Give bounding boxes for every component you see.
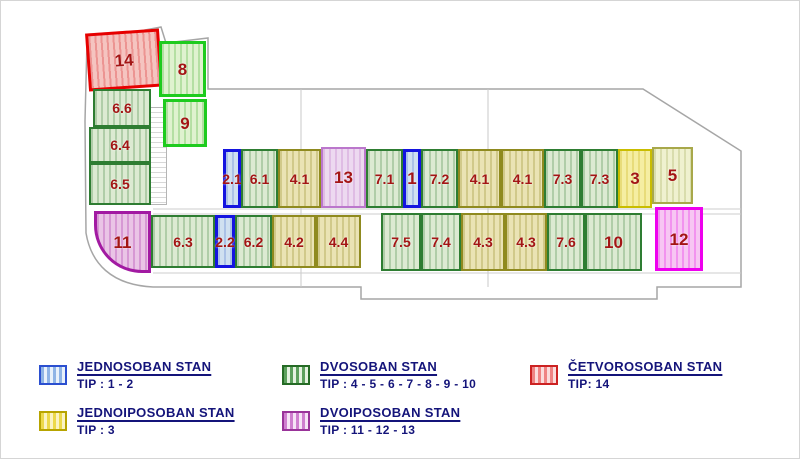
unit-label: 12 xyxy=(669,229,689,249)
unit-4-2: 4.2 xyxy=(272,215,316,268)
legend-item-jednoiposoban: JEDNOIPOSOBAN STAN TIP : 3 xyxy=(39,405,235,437)
unit-label: 6.4 xyxy=(110,137,130,153)
legend-item-dvoiposoban: DVOIPOSOBAN STAN TIP : 11 - 12 - 13 xyxy=(282,405,460,437)
legend-text-cetvorosoban: ČETVOROSOBAN STAN TIP: 14 xyxy=(568,359,722,391)
unit-5: 5 xyxy=(652,147,693,204)
legend-item-jednosoban: JEDNOSOBAN STAN TIP : 1 - 2 xyxy=(39,359,211,391)
unit-label: 10 xyxy=(604,232,623,252)
unit-label: 4.1 xyxy=(469,170,490,187)
unit-7-5: 7.5 xyxy=(381,213,421,271)
unit-3: 3 xyxy=(618,149,652,208)
unit-label: 11 xyxy=(113,232,132,252)
unit-label: 4.3 xyxy=(516,234,536,250)
legend-title: DVOSOBAN STAN xyxy=(320,359,438,374)
unit-4-3-a: 4.3 xyxy=(461,213,505,271)
building-outline xyxy=(84,26,742,300)
legend-title: ČETVOROSOBAN STAN xyxy=(568,359,723,374)
unit-7-2: 7.2 xyxy=(421,149,458,208)
unit-9: 9 xyxy=(163,99,207,147)
unit-13: 13 xyxy=(321,147,366,208)
unit-label: 4.1 xyxy=(289,170,310,187)
unit-label: 6.2 xyxy=(243,233,264,250)
unit-4-1-c: 4.1 xyxy=(501,149,544,208)
legend-tip: TIP : 11 - 12 - 13 xyxy=(320,423,416,437)
unit-7-4: 7.4 xyxy=(421,213,461,271)
unit-14: 14 xyxy=(85,28,163,92)
legend-tip: TIP : 1 - 2 xyxy=(77,377,134,391)
unit-label: 2.2 xyxy=(215,233,235,250)
unit-10: 10 xyxy=(585,213,642,271)
legend-swatch-dvosoban xyxy=(282,365,310,385)
unit-7-6: 7.6 xyxy=(547,213,585,271)
legend-item-cetvorosoban: ČETVOROSOBAN STAN TIP: 14 xyxy=(530,359,722,391)
unit-label: 7.6 xyxy=(556,234,576,250)
legend-text-dvoiposoban: DVOIPOSOBAN STAN TIP : 11 - 12 - 13 xyxy=(320,405,460,437)
legend-title: JEDNOSOBAN STAN xyxy=(77,359,212,374)
legend-text-dvosoban: DVOSOBAN STAN TIP : 4 - 5 - 6 - 7 - 8 - … xyxy=(320,359,476,391)
unit-label: 5 xyxy=(667,166,678,185)
unit-7-3-a: 7.3 xyxy=(544,149,581,208)
unit-6-4: 6.4 xyxy=(89,127,151,163)
legend-tip: TIP : 4 - 5 - 6 - 7 - 8 - 9 - 10 xyxy=(320,377,477,391)
unit-4-1-b: 4.1 xyxy=(458,149,501,208)
unit-label: 13 xyxy=(334,168,353,187)
unit-2-2: 2.2 xyxy=(215,215,235,268)
unit-label: 4.3 xyxy=(473,234,493,250)
legend-tip: TIP: 14 xyxy=(568,377,610,391)
unit-label: 3 xyxy=(630,169,640,188)
unit-label: 6.3 xyxy=(173,233,193,250)
unit-label: 6.6 xyxy=(112,100,132,116)
unit-label: 7.2 xyxy=(429,170,450,187)
unit-label: 7.4 xyxy=(431,234,451,250)
unit-4-4: 4.4 xyxy=(316,215,361,268)
unit-1: 1 xyxy=(403,149,421,208)
legend-text-jednoiposoban: JEDNOIPOSOBAN STAN TIP : 3 xyxy=(77,405,235,437)
legend-swatch-dvoiposoban xyxy=(282,411,310,431)
unit-label: 8 xyxy=(177,59,188,79)
unit-label: 9 xyxy=(180,113,190,133)
legend-swatch-jednosoban xyxy=(39,365,67,385)
unit-label: 4.2 xyxy=(284,233,304,250)
unit-label: 6.1 xyxy=(249,170,270,187)
legend-title: JEDNOIPOSOBAN STAN xyxy=(77,405,235,420)
unit-label: 7.1 xyxy=(374,170,395,187)
unit-label: 2.1 xyxy=(222,170,242,187)
unit-label: 7.5 xyxy=(391,234,411,250)
unit-12: 12 xyxy=(655,207,703,271)
legend-item-dvosoban: DVOSOBAN STAN TIP : 4 - 5 - 6 - 7 - 8 - … xyxy=(282,359,476,391)
unit-8: 8 xyxy=(159,41,206,97)
legend-swatch-jednoiposoban xyxy=(39,411,67,431)
unit-label: 7.3 xyxy=(552,170,573,187)
legend-text-jednosoban: JEDNOSOBAN STAN TIP : 1 - 2 xyxy=(77,359,211,391)
unit-7-1: 7.1 xyxy=(366,149,403,208)
legend-title: DVOIPOSOBAN STAN xyxy=(320,405,461,420)
unit-2-1: 2.1 xyxy=(222,149,242,208)
unit-label: 4.1 xyxy=(512,170,533,187)
unit-label: 4.4 xyxy=(328,233,349,250)
unit-6-6: 6.6 xyxy=(93,89,151,127)
unit-label: 7.3 xyxy=(589,170,610,187)
unit-6-1: 6.1 xyxy=(241,149,278,208)
legend-swatch-cetvorosoban xyxy=(530,365,558,385)
unit-label: 6.5 xyxy=(110,176,130,192)
unit-4-1-a: 4.1 xyxy=(278,149,321,208)
unit-label: 14 xyxy=(113,49,135,71)
unit-6-3: 6.3 xyxy=(151,215,215,268)
unit-label: 1 xyxy=(407,169,417,188)
unit-6-5: 6.5 xyxy=(89,163,151,205)
unit-7-3-b: 7.3 xyxy=(581,149,618,208)
unit-6-2: 6.2 xyxy=(235,215,272,268)
unit-4-3-b: 4.3 xyxy=(505,213,547,271)
legend-tip: TIP : 3 xyxy=(77,423,115,437)
